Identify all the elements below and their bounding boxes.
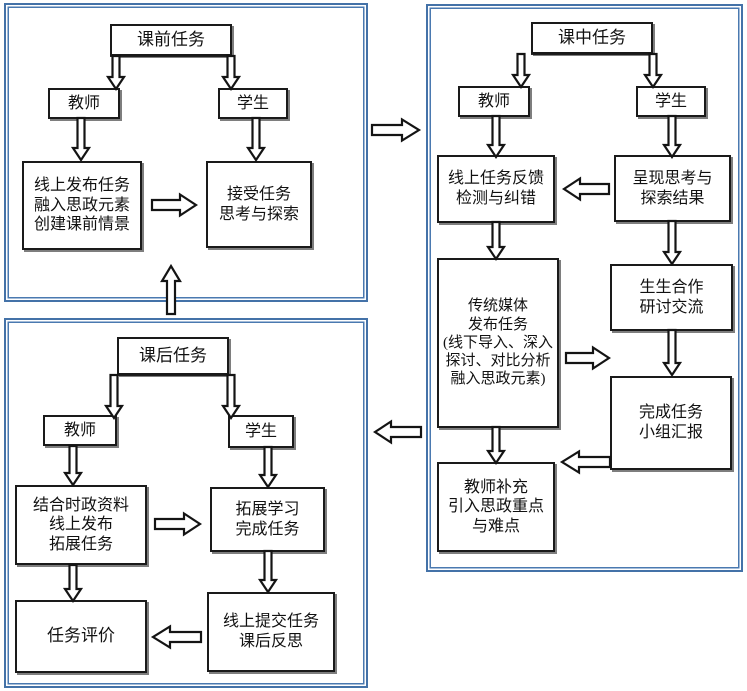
- arrow-left-present-to-feedback: [561, 176, 611, 202]
- arrow-right-pre-teacher-to-student: [150, 192, 199, 218]
- arrow-down-after-student-to-task: [257, 445, 279, 489]
- after-class-teacher-extend-box[interactable]: 结合时政资料 线上发布 拓展任务: [15, 485, 147, 565]
- arrow-left-in-to-after-panel: [372, 419, 423, 445]
- arrow-right-pre-to-in-panel: [370, 117, 422, 143]
- in-class-teacher-supplement-box[interactable]: 教师补充 引入思政重点 与难点: [437, 462, 555, 552]
- in-class-student-discuss-box[interactable]: 生生合作 研讨交流: [610, 264, 733, 331]
- after-class-title-box[interactable]: 课后任务: [117, 337, 229, 375]
- in-class-student-box[interactable]: 学生: [636, 86, 706, 117]
- in-class-teacher-feedback-box[interactable]: 线上任务反馈 检测与纠错: [437, 155, 555, 223]
- pre-class-student-task-text: 接受任务 思考与探索: [218, 185, 299, 223]
- in-class-shoulder-line: [531, 53, 653, 55]
- arrow-down-discuss-to-report: [661, 328, 683, 377]
- in-class-title-box[interactable]: 课中任务: [531, 22, 653, 54]
- after-class-student-submit-text: 线上提交任务 课后反思: [222, 613, 319, 650]
- after-class-student-extend-box[interactable]: 拓展学习 完成任务: [210, 487, 325, 552]
- in-class-student-discuss-text: 生生合作 研讨交流: [639, 278, 704, 316]
- after-class-shoulder-line: [117, 374, 229, 376]
- in-class-student-present-text: 呈现思考与 探索结果: [632, 169, 713, 207]
- arrow-down-pre-title-to-teacher: [105, 54, 127, 91]
- arrow-down-pre-teacher-to-task: [70, 116, 92, 162]
- arrow-down-present-to-discuss: [661, 219, 683, 266]
- after-class-teacher-box[interactable]: 教师: [43, 415, 117, 446]
- arrow-down-pre-title-to-student: [220, 54, 242, 91]
- arrow-right-teacher-extend-to-student-extend: [153, 511, 203, 537]
- pre-class-student-task-box[interactable]: 接受任务 思考与探索: [206, 161, 312, 248]
- pre-class-teacher-label: 教师: [67, 94, 100, 112]
- after-class-task-evaluation-text: 任务评价: [47, 626, 115, 646]
- arrow-down-in-title-to-student: [642, 52, 664, 89]
- in-class-student-present-box[interactable]: 呈现思考与 探索结果: [614, 155, 731, 222]
- in-class-traditional-media-box[interactable]: 传统媒体 发布任务 (线下导入、深入 探讨、对比分析 融入思政元素): [437, 258, 559, 428]
- pre-class-student-box[interactable]: 学生: [218, 88, 288, 119]
- arrow-up-after-to-pre-panel: [160, 263, 182, 316]
- arrow-right-media-to-discuss: [564, 345, 612, 371]
- in-class-title-text: 课中任务: [558, 27, 626, 47]
- in-class-student-label: 学生: [654, 92, 687, 110]
- pre-class-title-text: 课前任务: [137, 29, 205, 49]
- arrow-left-submit-to-evaluation: [150, 624, 203, 650]
- after-class-title-text: 课后任务: [139, 345, 207, 365]
- in-class-teacher-supplement-text: 教师补充 引入思政重点 与难点: [447, 478, 544, 535]
- arrow-down-teacher-extend-to-evaluation: [62, 563, 84, 603]
- arrow-down-in-student-to-present: [661, 114, 683, 159]
- after-class-student-submit-box[interactable]: 线上提交任务 课后反思: [207, 592, 335, 672]
- arrow-down-feedback-to-media: [485, 220, 507, 261]
- pre-class-title-box[interactable]: 课前任务: [110, 24, 232, 56]
- after-class-teacher-extend-text: 结合时政资料 线上发布 拓展任务: [32, 496, 129, 553]
- in-class-student-report-text: 完成任务 小组汇报: [638, 404, 703, 441]
- pre-class-teacher-task-box[interactable]: 线上发布任务 融入思政元素 创建课前情景: [22, 161, 142, 250]
- after-class-student-extend-text: 拓展学习 完成任务: [235, 500, 300, 538]
- pre-class-shoulder-line: [110, 55, 232, 57]
- arrow-left-report-to-supplement: [559, 449, 612, 475]
- arrow-down-media-to-supplement: [485, 425, 507, 465]
- after-class-student-label: 学生: [244, 422, 277, 440]
- pre-class-student-label: 学生: [236, 94, 269, 112]
- arrow-down-after-teacher-to-task: [62, 444, 84, 487]
- in-class-teacher-label: 教师: [477, 92, 510, 110]
- pre-class-teacher-box[interactable]: 教师: [48, 88, 120, 119]
- after-class-student-box[interactable]: 学生: [228, 415, 294, 448]
- in-class-teacher-feedback-text: 线上任务反馈 检测与纠错: [447, 170, 544, 207]
- in-class-student-report-box[interactable]: 完成任务 小组汇报: [610, 376, 732, 470]
- arrow-down-after-title-to-teacher: [103, 373, 125, 420]
- arrow-down-pre-student-to-task: [245, 116, 267, 162]
- arrow-down-in-title-to-teacher: [510, 52, 532, 89]
- arrow-down-student-extend-to-submit: [257, 549, 279, 594]
- arrow-down-in-teacher-to-feedback: [485, 114, 507, 159]
- in-class-traditional-media-text: 传统媒体 发布任务 (线下导入、深入 探讨、对比分析 融入思政元素): [443, 298, 553, 388]
- pre-class-teacher-task-text: 线上发布任务 融入思政元素 创建课前情景: [33, 177, 130, 234]
- arrow-down-after-title-to-student: [220, 373, 242, 420]
- in-class-teacher-box[interactable]: 教师: [458, 86, 530, 117]
- after-class-teacher-label: 教师: [63, 421, 96, 439]
- after-class-task-evaluation-box[interactable]: 任务评价: [15, 600, 147, 673]
